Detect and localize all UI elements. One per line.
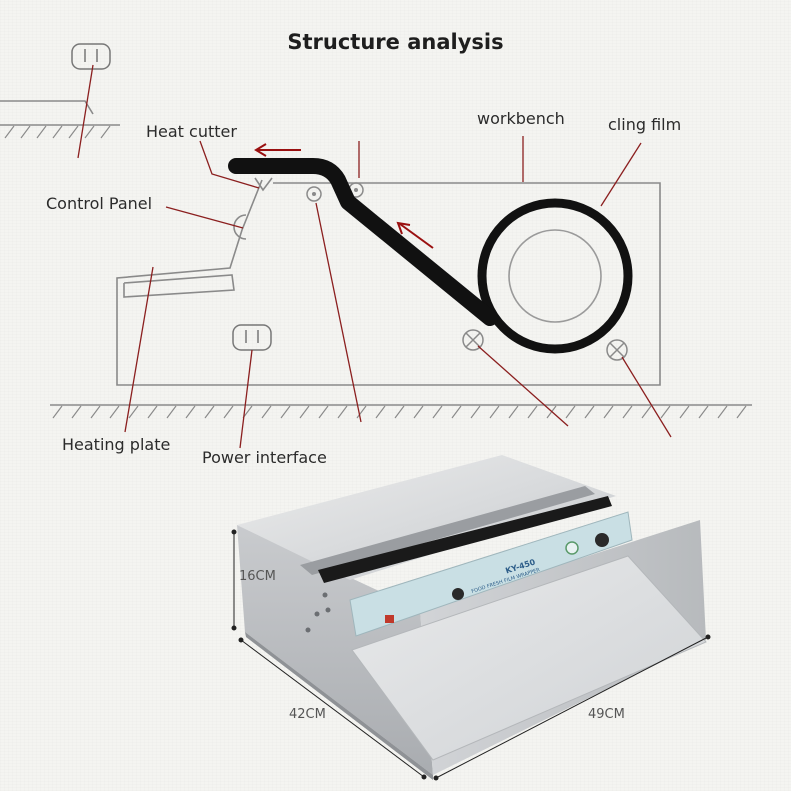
label-heating-plate: Heating plate bbox=[62, 435, 171, 454]
machine-top-surface bbox=[237, 455, 616, 580]
knob-icon bbox=[595, 533, 609, 547]
hatch-mark bbox=[68, 125, 79, 139]
hatch-mark bbox=[337, 405, 348, 419]
corner-fragment bbox=[0, 100, 94, 115]
dimension-depth-label: 42CM bbox=[289, 707, 326, 722]
hatch-mark bbox=[451, 405, 462, 419]
hatch-mark bbox=[565, 405, 576, 419]
machine-left-side bbox=[237, 525, 433, 775]
label-power-interface: Power interface bbox=[202, 448, 327, 467]
dimension-width-label: 49CM bbox=[588, 707, 625, 722]
knob-icon bbox=[452, 588, 464, 600]
label-heat-cutter: Heat cutter bbox=[146, 122, 237, 141]
power-interface-plug-icon bbox=[232, 324, 272, 351]
control-panel-knob bbox=[233, 214, 247, 240]
hatch-mark bbox=[641, 405, 652, 419]
sketch-outline bbox=[0, 100, 752, 406]
label-control-panel: Control Panel bbox=[46, 194, 153, 213]
work-plate bbox=[351, 555, 707, 761]
hatch-mark bbox=[394, 405, 405, 419]
hatch-mark bbox=[90, 405, 101, 419]
label-workbench: workbench bbox=[477, 109, 565, 128]
hatch-mark bbox=[84, 125, 95, 139]
screw-icon bbox=[606, 339, 628, 361]
hatch-mark bbox=[470, 405, 481, 419]
hatch-mark bbox=[100, 125, 111, 139]
black-roller-bar bbox=[318, 496, 612, 583]
hatch-mark bbox=[679, 405, 690, 419]
machine-body-outline bbox=[116, 179, 661, 386]
hatch-mark bbox=[584, 405, 595, 419]
hatch-mark bbox=[52, 125, 63, 139]
control-panel-strip bbox=[349, 511, 633, 637]
hatch-mark bbox=[527, 405, 538, 419]
hatch-mark bbox=[622, 405, 633, 419]
hatch-mark bbox=[204, 405, 215, 419]
hatch-mark bbox=[736, 405, 747, 419]
hatch-mark bbox=[717, 405, 728, 419]
hatch-mark bbox=[223, 405, 234, 419]
roller-left bbox=[306, 186, 322, 202]
hatch-mark bbox=[52, 405, 63, 419]
film-direction-arrow bbox=[254, 143, 301, 157]
hatch-mark bbox=[36, 125, 47, 139]
label-cling-film: cling film bbox=[608, 115, 682, 134]
hatch-mark bbox=[20, 125, 31, 139]
power-switch-icon bbox=[385, 615, 394, 623]
plug-icon bbox=[71, 43, 111, 70]
hatch-mark bbox=[698, 405, 709, 419]
heat-cutter-shape bbox=[254, 177, 273, 192]
hatch-mark bbox=[413, 405, 424, 419]
hatch-mark bbox=[261, 405, 272, 419]
hatch-mark bbox=[185, 405, 196, 419]
rear-rail bbox=[300, 486, 595, 575]
hatch-mark bbox=[489, 405, 500, 419]
hatch-mark bbox=[432, 405, 443, 419]
dimension-lines bbox=[231, 529, 711, 781]
dimension-height-label: 16CM bbox=[239, 569, 276, 584]
hatch-mark bbox=[166, 405, 177, 419]
hatch-mark bbox=[356, 405, 367, 419]
hatch-mark bbox=[660, 405, 671, 419]
hatch-mark bbox=[508, 405, 519, 419]
heating-plate-outline bbox=[123, 274, 235, 298]
floor-hatching bbox=[52, 405, 747, 419]
hatch-mark bbox=[109, 405, 120, 419]
machine-photo bbox=[237, 455, 707, 780]
screw-icon bbox=[462, 329, 484, 351]
hatch-mark bbox=[4, 125, 15, 139]
corner-hatching bbox=[4, 125, 111, 139]
film-direction-arrow bbox=[396, 221, 434, 249]
hatch-mark bbox=[375, 405, 386, 419]
indicator-light-icon bbox=[565, 541, 579, 555]
film-roll-core bbox=[508, 229, 602, 323]
hatch-mark bbox=[299, 405, 310, 419]
cling-film-roll bbox=[477, 198, 633, 354]
page-title: Structure analysis bbox=[287, 30, 504, 54]
film-path bbox=[228, 158, 498, 326]
hatch-mark bbox=[318, 405, 329, 419]
hatch-mark bbox=[603, 405, 614, 419]
hatch-mark bbox=[128, 405, 139, 419]
hatch-mark bbox=[71, 405, 82, 419]
hatch-mark bbox=[147, 405, 158, 419]
leader-lines bbox=[77, 64, 672, 449]
hatch-mark bbox=[280, 405, 291, 419]
